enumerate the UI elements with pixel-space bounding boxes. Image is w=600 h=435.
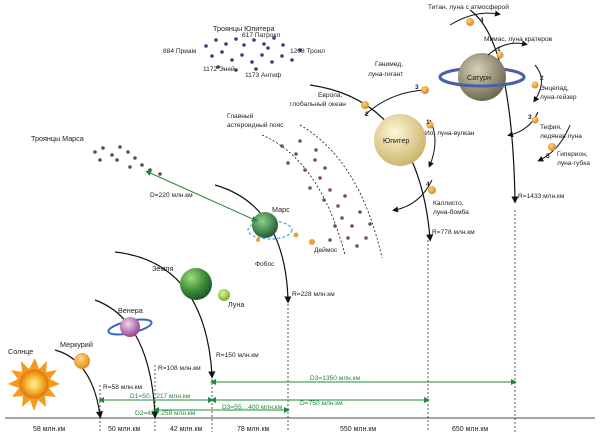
jupiter-label: Юпитер: [383, 136, 409, 145]
distance-arrows: [98, 379, 517, 413]
mars-trojans-distance-label: D=220 млн.км: [150, 192, 193, 199]
scale-5: 650 млн.км: [452, 426, 488, 433]
tethys-label-2: ледяная луна: [540, 133, 582, 140]
trojan-patroclus: 617 Патрокл: [242, 32, 280, 39]
mimas: [496, 51, 504, 59]
enceladus-label-1: Энцелад,: [540, 85, 569, 92]
mercury-label: Меркурий: [60, 340, 93, 349]
sun-label: Солнце: [8, 347, 33, 356]
hyperion-number: 5: [546, 153, 550, 160]
europa-label-2: глобальный океан: [290, 100, 346, 108]
ganymede-label-2: луна-гигант: [368, 71, 403, 78]
sun: Солнце: [8, 347, 60, 411]
mercury-radius: R=58 млн.км: [103, 384, 143, 391]
d2-label: D2=42…258 млн.км: [135, 410, 196, 417]
deimos: [309, 239, 315, 245]
titan: [466, 18, 474, 26]
hyperion: [548, 143, 556, 151]
scale-3: 78 млн.км: [237, 426, 270, 433]
trojan-antiphus: 1173 Антиф: [245, 72, 282, 79]
callisto: [428, 186, 436, 194]
enceladus-number: 2: [540, 75, 544, 82]
jupiter-radius: R=778 млн.км: [432, 229, 475, 236]
moon: [218, 289, 230, 301]
enceladus: [531, 81, 539, 89]
mars-trojans-label: Троянцы Марса: [31, 134, 84, 143]
mars-radius: R=228 млн.км: [292, 291, 335, 298]
mars-trojans-distance: [145, 170, 258, 222]
asteroid-belt-label-2: астероидный пояс: [227, 121, 284, 129]
io-number: 1: [426, 119, 430, 126]
io-label: Ио, луна-вулкан: [425, 130, 475, 137]
mercury: Меркурий R=58 млн.км: [60, 340, 143, 391]
callisto-label-1: Каллисто,: [433, 200, 464, 207]
venus-orbit: [94, 299, 159, 419]
mercury-orbit: [54, 349, 104, 419]
venus: Венера R=108 млн.км: [107, 306, 201, 372]
asteroid-belt-label-1: Главный: [227, 112, 254, 120]
saturn-radius: R=1433 млн.км: [518, 193, 565, 200]
asteroid-belt-boundaries: [261, 124, 383, 259]
ganymede-label-1: Ганимед,: [375, 61, 403, 68]
mimas-label: Мимас, луна кратеров: [484, 36, 553, 43]
mimas-number: 1: [497, 46, 501, 53]
earth-label: Земля: [152, 264, 173, 273]
deimos-label: Деймос: [314, 246, 338, 254]
callisto-number: 4: [426, 181, 430, 188]
trojan-priam: 884 Приам: [163, 48, 197, 55]
earth: Земля Луна R=150 млн.км: [152, 264, 259, 359]
scale-labels: 58 млн.км 50 млн.км 42 млн.км 78 млн.км …: [33, 426, 488, 433]
d3-label: D3=55…400 млн.км: [222, 404, 283, 411]
asteroid-belt: Главный астероидный пояс: [227, 112, 372, 248]
scale-0: 58 млн.км: [33, 426, 66, 433]
d5-label: D3=1350 млн.км: [310, 375, 361, 382]
io: [426, 121, 434, 129]
enceladus-label-2: луна-гейзер: [540, 93, 577, 101]
callisto-label-2: луна-бомба: [433, 208, 469, 216]
mars-trojans: Троянцы Марса: [31, 134, 162, 176]
titan-label: Титан, луна с атмосферой: [428, 3, 509, 11]
venus-label: Венера: [118, 306, 143, 315]
venus-radius: R=108 млн.км: [158, 365, 201, 372]
scale-4: 550 млн.км: [340, 426, 376, 433]
saturn-label: Сатурн: [467, 73, 491, 82]
scale-1: 50 млн.км: [108, 426, 141, 433]
tethys-number: 3: [528, 114, 532, 121]
d4-label: D=750 млн.км: [300, 400, 343, 407]
earth-radius: R=150 млн.км: [216, 352, 259, 359]
tethys-label-1: Тефия,: [540, 124, 562, 131]
hyperion-label-2: луна-губка: [557, 159, 590, 167]
trojan-aeneas: 1172 Эней: [203, 65, 235, 73]
europa: [361, 101, 369, 109]
ganymede: [421, 86, 429, 94]
hyperion-label-1: Гиперион,: [557, 151, 588, 158]
moon-label: Луна: [228, 300, 244, 309]
trojan-troilus: 1208 Троил: [290, 48, 325, 55]
mars-orbit: [214, 184, 292, 304]
tethys: [531, 116, 539, 124]
jupiter-trojans: Троянцы Юпитера 617 Патрокл 884 Приам 12…: [163, 24, 325, 79]
jupiter-trojans-label: Троянцы Юпитера: [213, 24, 275, 33]
scale-2: 42 млн.км: [170, 426, 203, 433]
jupiter: Юпитер Европа, глобальный океан 2 Ганиме…: [290, 61, 475, 236]
phobos-label: Фобос: [255, 260, 275, 268]
europa-label-1: Европа,: [318, 92, 342, 99]
europa-number: 2: [365, 111, 369, 118]
saturn: Сатурн Титан, луна с атмосферой 4 Мимас,…: [428, 3, 590, 200]
mars-label: Марс: [272, 205, 290, 214]
ganymede-number: 3: [415, 84, 419, 91]
titan-number: 4: [480, 17, 484, 24]
d1-label: D1=50…217 млн.км: [130, 393, 191, 400]
mars: Марс Фобос Деймос R=228 млн.км: [247, 205, 338, 298]
